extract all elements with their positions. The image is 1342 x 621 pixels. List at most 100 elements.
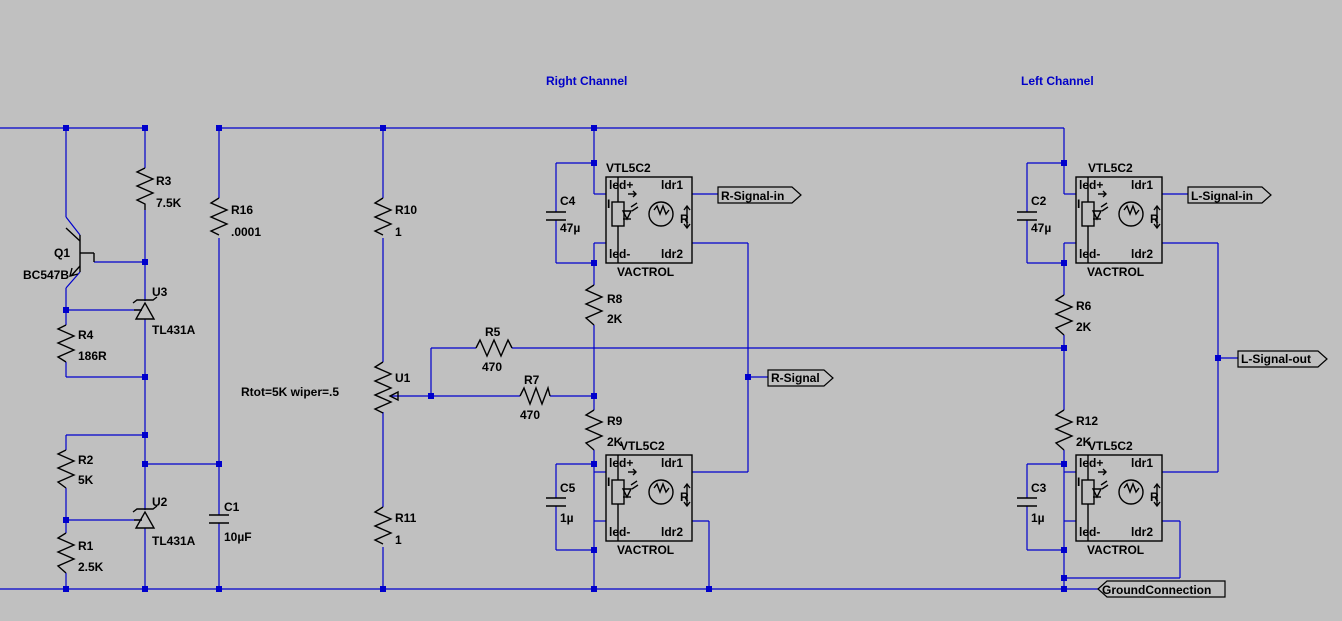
r9-ref: R9: [607, 414, 623, 428]
r4-value: 186R: [78, 349, 107, 363]
net-flag-l-signal-out[interactable]: L-Signal-out: [1237, 350, 1328, 368]
left-channel-title: Left Channel: [1021, 74, 1094, 88]
junction-dots: [63, 125, 1221, 592]
q1-ref: Q1: [54, 246, 70, 260]
c3-value: 1µ: [1031, 511, 1045, 525]
c4-ref: C4: [560, 194, 576, 208]
capacitor-symbols: [209, 211, 1037, 524]
pin-led-minus-label: led-: [1079, 247, 1100, 261]
vactrol-name-label: VACTROL: [1087, 543, 1144, 557]
r2-value: 5K: [78, 473, 94, 487]
r3-ref: R3: [156, 174, 172, 188]
pin-ldr1-label: ldr1: [1131, 178, 1153, 192]
r5-value: 470: [482, 360, 502, 374]
pin-r-label: R: [680, 212, 689, 226]
r6-value: 2K: [1076, 320, 1092, 334]
r3-value: 7.5K: [156, 196, 182, 210]
vactrol-part-label: VTL5C2: [1088, 439, 1133, 453]
pin-ldr2-label: ldr2: [661, 525, 683, 539]
pin-ldr2-label: ldr2: [1131, 525, 1153, 539]
pin-ldr2-label: ldr2: [661, 247, 683, 261]
c5-ref: C5: [560, 481, 576, 495]
pin-i-label: I: [1077, 475, 1080, 489]
component-labels: R3 7.5K R16 .0001 R10 1 R11 1 Q1 BC547B …: [23, 174, 1098, 574]
q1-value: BC547B: [23, 268, 69, 282]
vactrol-name-label: VACTROL: [617, 543, 674, 557]
r11-ref: R11: [395, 511, 417, 525]
c4-value: 47µ: [560, 221, 580, 235]
r12-value: 2K: [1076, 435, 1092, 449]
r7-ref: R7: [524, 373, 540, 387]
pin-led-plus-label: led+: [609, 456, 633, 470]
r12-ref: R12: [1076, 414, 1098, 428]
c2-ref: C2: [1031, 194, 1047, 208]
r9-value: 2K: [607, 435, 623, 449]
net-flag-r-signal-in[interactable]: R-Signal-in: [717, 186, 802, 204]
pin-led-minus-label: led-: [1079, 525, 1100, 539]
net-flag-label: R-Signal-in: [721, 189, 784, 203]
shunt-regulator-symbols: [132, 296, 158, 529]
pin-led-plus-label: led+: [609, 178, 633, 192]
c1-ref: C1: [224, 500, 240, 514]
net-flag-label: R-Signal: [771, 371, 820, 385]
vactrol-right-upper: VTL5C2 led+ ldr1 led- ldr2 I R VACTROL: [605, 161, 693, 279]
r1-ref: R1: [78, 539, 94, 553]
vactrol-left-lower: VTL5C2 led+ ldr1 led- ldr2 I R VACTROL: [1075, 439, 1163, 557]
r4-ref: R4: [78, 328, 94, 342]
vactrol-name-label: VACTROL: [617, 265, 674, 279]
net-flag-label: GroundConnection: [1102, 583, 1211, 597]
net-flag-l-signal-in[interactable]: L-Signal-in: [1187, 186, 1272, 204]
r7-value: 470: [520, 408, 540, 422]
vactrol-right-lower: VTL5C2 led+ ldr1 led- ldr2 I R VACTROL: [605, 439, 693, 557]
c5-value: 1µ: [560, 511, 574, 525]
wires: [0, 127, 1238, 590]
net-flag-ground[interactable]: GroundConnection: [1097, 580, 1226, 598]
pin-r-label: R: [680, 490, 689, 504]
u1-value: Rtot=5K wiper=.5: [241, 385, 339, 399]
pin-led-plus-label: led+: [1079, 178, 1103, 192]
pin-led-plus-label: led+: [1079, 456, 1103, 470]
pin-led-minus-label: led-: [609, 525, 630, 539]
vactrol-left-upper: VTL5C2 led+ ldr1 led- ldr2 I R VACTROL: [1075, 161, 1163, 279]
vactrol-part-label: VTL5C2: [620, 439, 665, 453]
pin-ldr1-label: ldr1: [1131, 456, 1153, 470]
r8-ref: R8: [607, 292, 623, 306]
r1-value: 2.5K: [78, 560, 104, 574]
net-flag-label: L-Signal-in: [1191, 189, 1253, 203]
u3-ref: U3: [152, 285, 168, 299]
c3-ref: C3: [1031, 481, 1047, 495]
u3-value: TL431A: [152, 323, 196, 337]
c1-value: 10µF: [224, 530, 252, 544]
transistor-q1-symbol: [65, 227, 95, 277]
r8-value: 2K: [607, 312, 623, 326]
u2-value: TL431A: [152, 534, 196, 548]
pin-ldr1-label: ldr1: [661, 178, 683, 192]
r11-value: 1: [395, 533, 402, 547]
r16-value: .0001: [231, 225, 261, 239]
pin-ldr2-label: ldr2: [1131, 247, 1153, 261]
r10-ref: R10: [395, 203, 417, 217]
r10-value: 1: [395, 225, 402, 239]
vactrol-part-label: VTL5C2: [1088, 161, 1133, 175]
net-flag-r-signal[interactable]: R-Signal: [767, 369, 834, 387]
pin-led-minus-label: led-: [609, 247, 630, 261]
r6-ref: R6: [1076, 299, 1092, 313]
u2-ref: U2: [152, 495, 168, 509]
pin-ldr1-label: ldr1: [661, 456, 683, 470]
right-channel-title: Right Channel: [546, 74, 627, 88]
c2-value: 47µ: [1031, 221, 1051, 235]
pin-r-label: R: [1150, 490, 1159, 504]
r2-ref: R2: [78, 453, 94, 467]
net-flag-label: L-Signal-out: [1241, 352, 1311, 366]
pin-i-label: I: [607, 475, 610, 489]
r5-ref: R5: [485, 325, 501, 339]
pin-r-label: R: [1150, 212, 1159, 226]
vactrol-name-label: VACTROL: [1087, 265, 1144, 279]
pin-i-label: I: [607, 197, 610, 211]
r16-ref: R16: [231, 203, 253, 217]
vactrol-part-label: VTL5C2: [606, 161, 651, 175]
u1-ref: U1: [395, 371, 411, 385]
resistor-symbols: [56, 167, 1074, 574]
pin-i-label: I: [1077, 197, 1080, 211]
